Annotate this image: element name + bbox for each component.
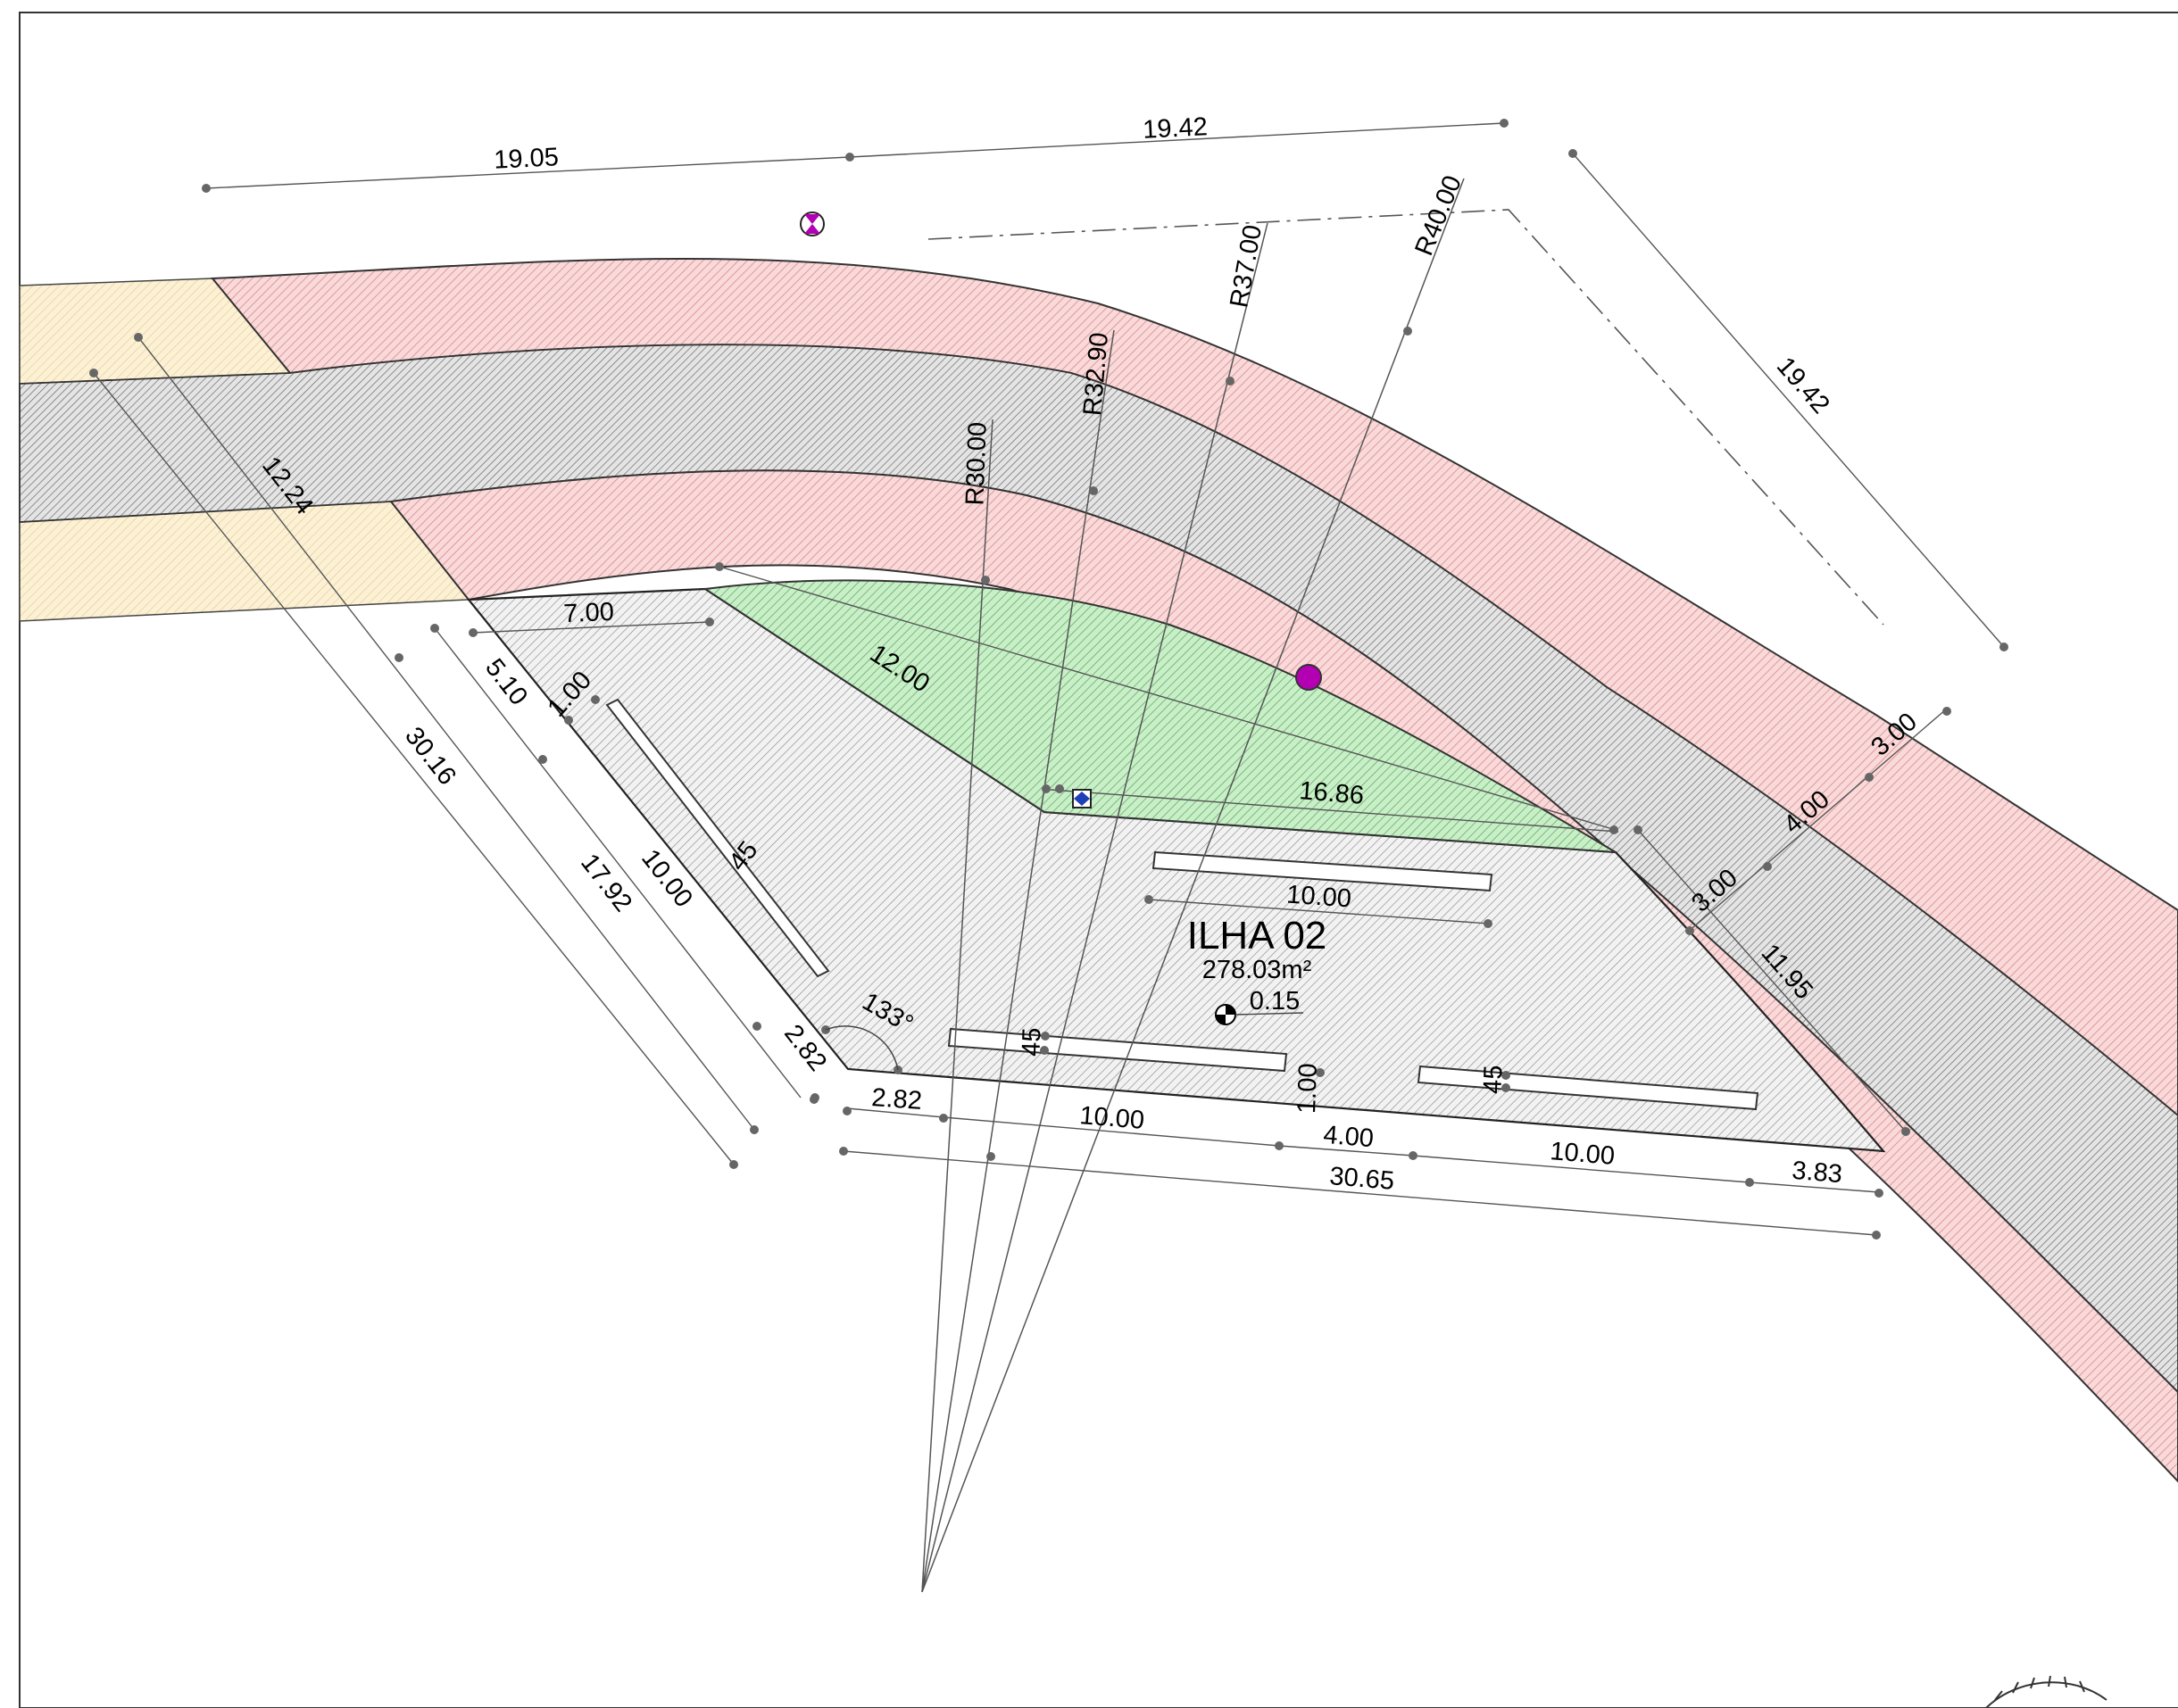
dim-bottom-4-00: 4.00: [1322, 1121, 1375, 1153]
angle-arc: [825, 1025, 899, 1071]
marker-circle-icon: [1295, 664, 1322, 691]
construction-line: [927, 209, 1884, 626]
dim-bottom-10-00-b: 10.00: [1549, 1137, 1616, 1171]
dim-bed-10-00: 10.00: [1285, 881, 1352, 914]
dim-45-right: 45: [1478, 1065, 1508, 1094]
radius-lines: [921, 178, 1465, 1593]
island-area: 278.03m²: [1202, 956, 1312, 984]
dimension-lines: [93, 122, 2005, 1236]
dim-7-00: 7.00: [563, 598, 615, 628]
radius-r40: R40.00: [1409, 171, 1467, 260]
dim-45-mid: 45: [1017, 1027, 1046, 1057]
dim-top-right: 19.42: [1142, 112, 1208, 145]
dim-16-86: 16.86: [1298, 776, 1365, 810]
dim-1-00-bottom: 1.00: [1293, 1063, 1323, 1115]
radius-r30: R30.00: [960, 421, 992, 506]
drain-square-icon: [1072, 789, 1092, 808]
dim-bottom-3-83: 3.83: [1791, 1157, 1843, 1189]
level-mark-icon: [1215, 1004, 1304, 1025]
marker-cross-circle-icon: [800, 211, 825, 236]
island-level: 0.15: [1250, 987, 1300, 1016]
dimension-dots: [89, 119, 2008, 1240]
dim-top-left: 19.05: [494, 143, 560, 174]
dim-bottom-total: 30.65: [1328, 1162, 1395, 1196]
dim-30-16: 30.16: [399, 722, 461, 791]
dim-bottom-10-00-a: 10.00: [1078, 1101, 1145, 1135]
dim-diag-right: 19.42: [1771, 352, 1835, 419]
dim-17-92: 17.92: [575, 849, 637, 917]
radius-r37: R37.00: [1225, 223, 1268, 311]
island-title: ILHA 02: [1187, 914, 1327, 958]
dim-bottom-2-82: 2.82: [870, 1083, 923, 1115]
drawing-frame: [19, 12, 2178, 1708]
planting-area: [702, 579, 1617, 853]
north-arrow-icon: [1985, 1675, 2107, 1708]
